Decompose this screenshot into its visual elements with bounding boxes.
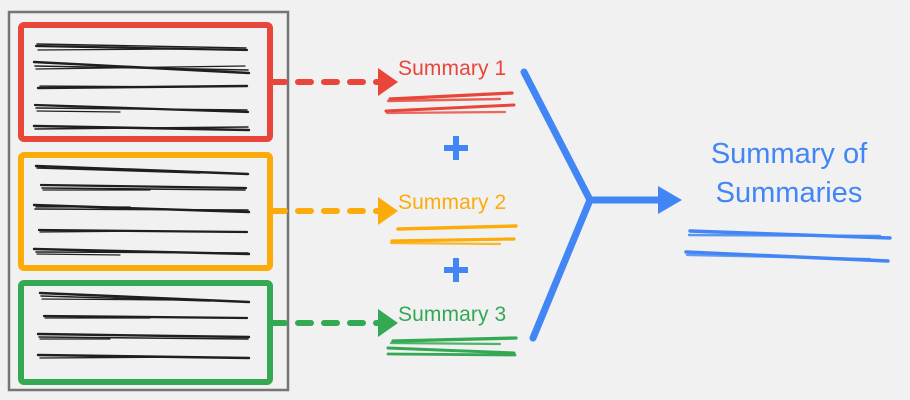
merge-arrow-lower-branch [529,196,594,342]
plus-2-icon [444,258,468,282]
summary-1-underline [384,91,516,115]
chunk-1-group[interactable] [18,22,273,142]
summary-of-summaries-label: Summary of Summaries [684,135,894,213]
connector-3 [269,309,398,337]
merge-arrow-arrowhead [658,186,682,214]
summary-1-label: Summary 1 [398,57,507,80]
summary-2-underline [389,224,518,246]
merge-arrow [520,68,682,342]
chunk-3-text-lines [36,291,251,360]
chunk-1-box[interactable] [18,22,273,142]
connector-1-arrowhead [378,68,398,96]
plus-1-icon [444,136,468,160]
source-document-frame [7,10,290,392]
connector-1 [269,68,398,96]
chunk-3-group[interactable] [18,280,273,385]
chunk-1-text-lines [32,43,251,132]
connector-2-arrowhead [378,197,398,225]
connector-3-arrowhead [378,309,398,337]
chunk-3-box[interactable] [18,280,273,385]
chunk-2-text-lines [32,164,251,256]
summary-of-summaries-line-2: Summaries [715,177,863,209]
summary-3-label: Summary 3 [398,303,507,326]
connector-2 [269,197,398,225]
merge-arrow-upper-branch [520,68,594,204]
summary-3-underline [386,336,518,357]
summary-of-summaries-line-1: Summary of [710,138,868,170]
summary-2-label: Summary 2 [398,191,507,214]
chunk-2-group[interactable] [18,152,273,271]
summary-of-summaries-underline [684,229,892,263]
